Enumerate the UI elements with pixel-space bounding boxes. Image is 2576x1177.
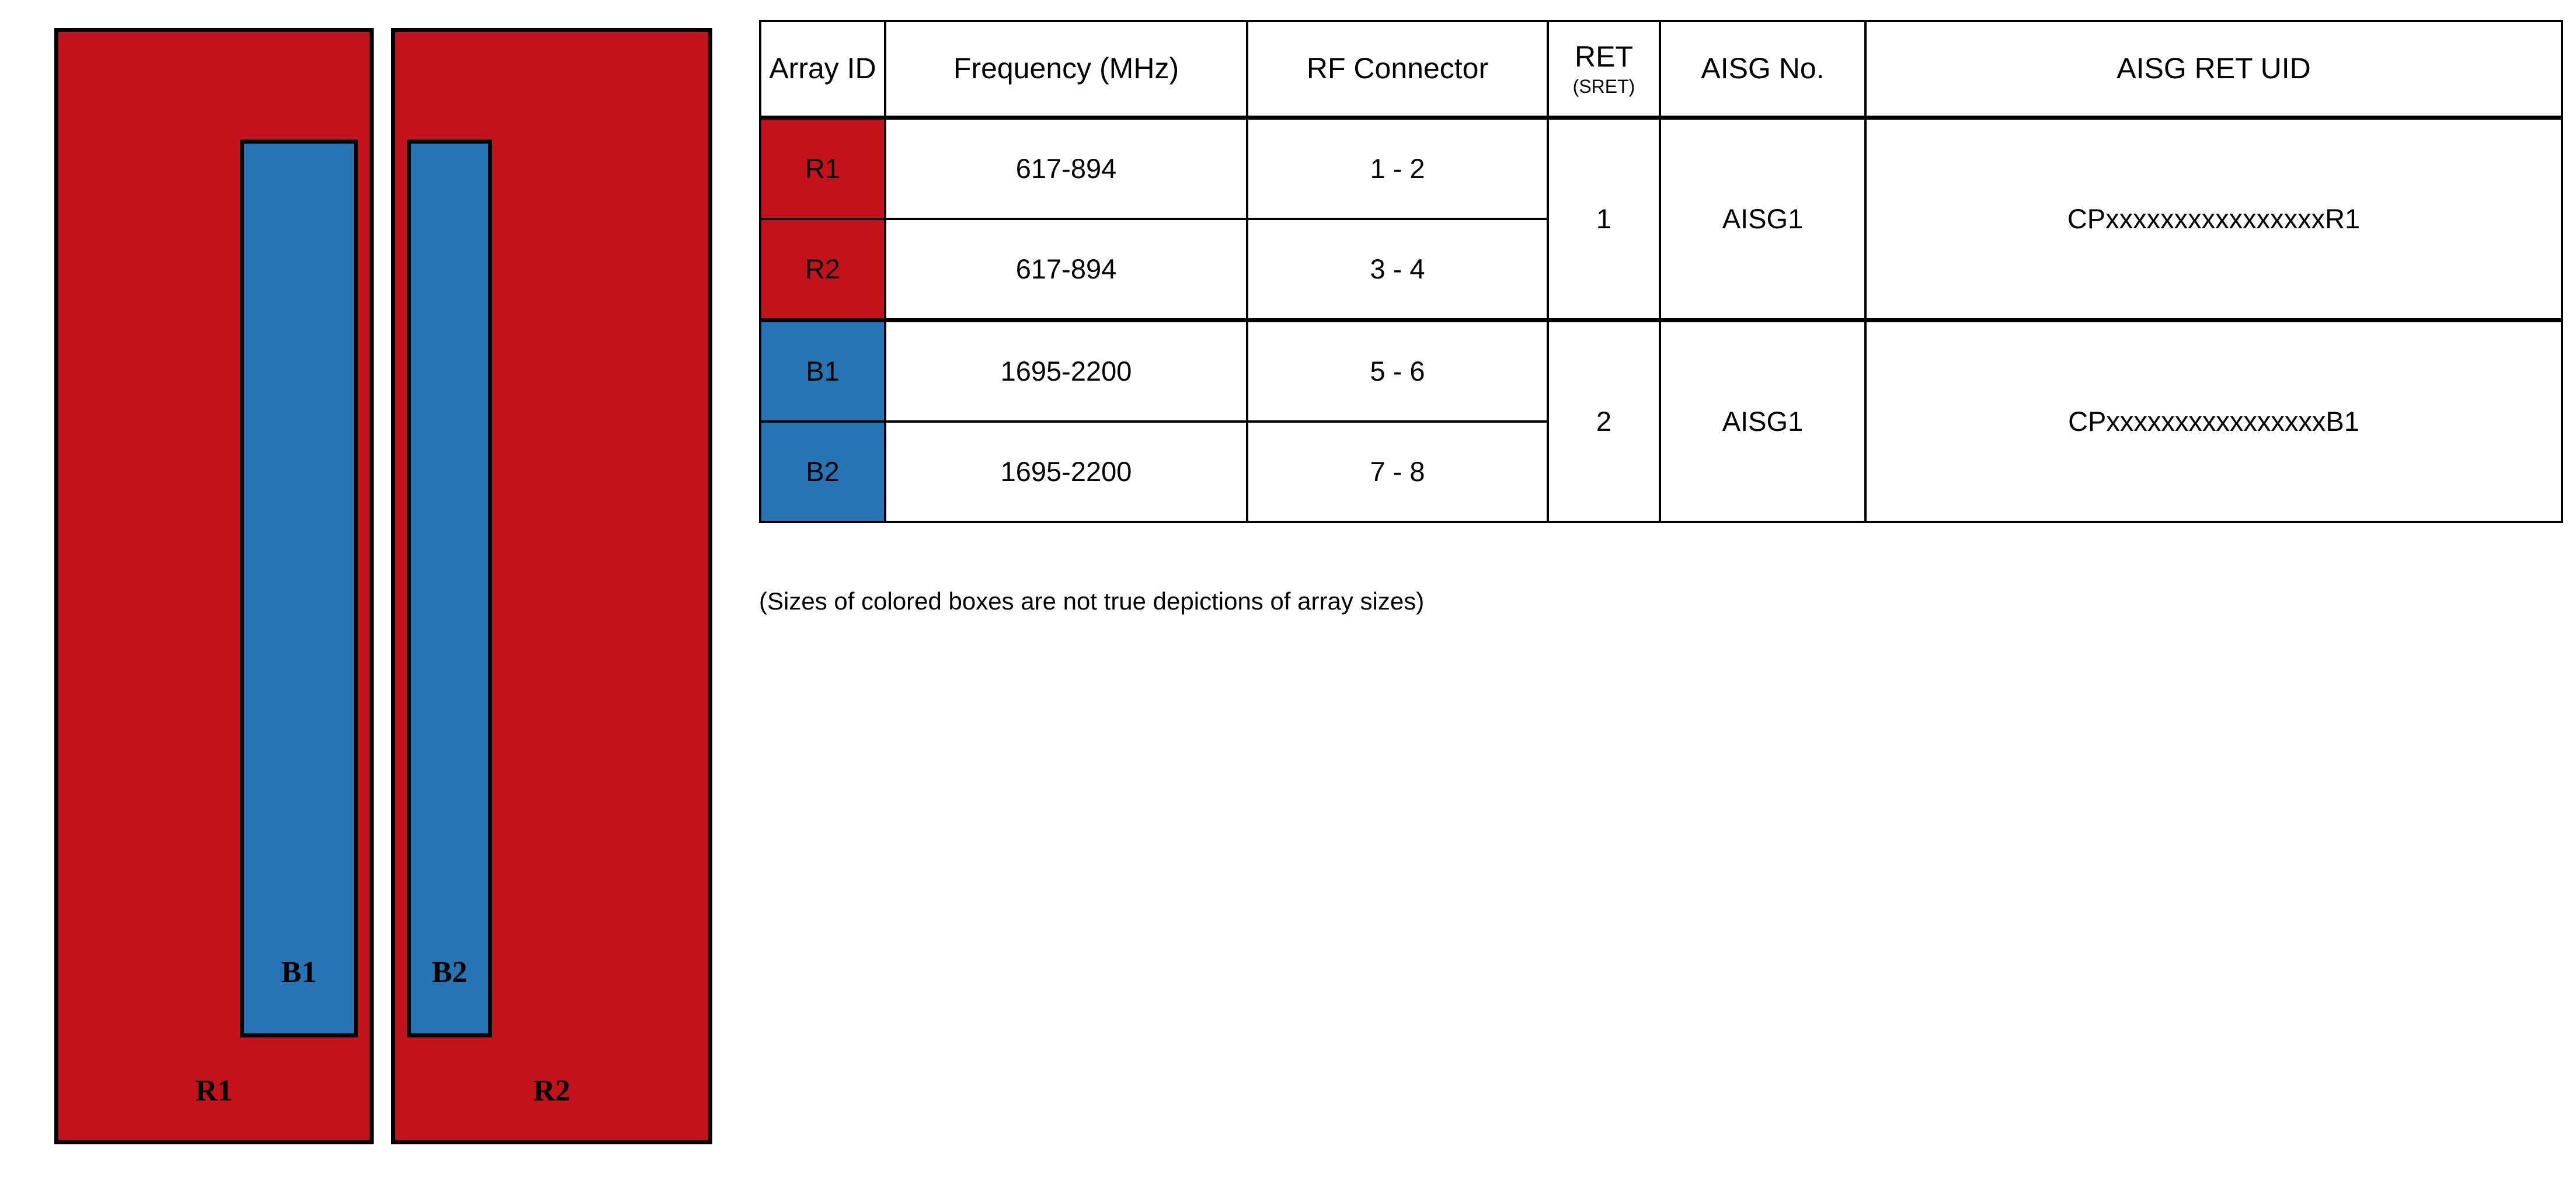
diagram-caption: (Sizes of colored boxes are not true dep…	[759, 587, 1425, 615]
sub-array-label-b1: B1	[281, 956, 317, 989]
sub-array-b2: B2	[407, 140, 492, 1037]
column-header-frequency: Frequency (MHz)	[884, 20, 1248, 120]
column-header-rf-connector: RF Connector	[1246, 20, 1549, 120]
sub-array-label-b2: B2	[431, 956, 468, 989]
cell-aisg-ret-uid: CPxxxxxxxxxxxxxxxxB1	[1864, 318, 2563, 523]
array-panel-r2: B2 R2	[391, 28, 712, 1144]
cell-frequency: 617-894	[884, 116, 1248, 220]
cell-rf-connector: 1 - 2	[1246, 116, 1549, 220]
cell-rf-connector: 3 - 4	[1246, 218, 1549, 322]
cell-aisg-no: AISG1	[1659, 318, 1867, 523]
cell-aisg-no: AISG1	[1659, 116, 1867, 322]
table-row: B1 1695-2200 5 - 6 2 AISG1 CPxxxxxxxxxxx…	[759, 318, 2563, 523]
cell-frequency: 1695-2200	[884, 420, 1248, 523]
column-header-ret: RET (SRET)	[1547, 20, 1661, 120]
sub-array-b1: B1	[240, 140, 358, 1037]
column-header-ret-sub: (SRET)	[1572, 76, 1635, 97]
cell-rf-connector: 7 - 8	[1246, 420, 1549, 523]
cell-array-id: R1	[759, 116, 886, 220]
array-panel-label-r2: R2	[533, 1074, 570, 1108]
cell-array-id: B1	[759, 318, 886, 423]
array-specification-table: Array ID Frequency (MHz) RF Connector RE…	[759, 20, 2563, 523]
column-header-aisg-no: AISG No.	[1659, 20, 1867, 120]
cell-array-id: R2	[759, 218, 886, 322]
cell-array-id: B2	[759, 420, 886, 523]
table-row: R1 617-894 1 - 2 1 AISG1 CPxxxxxxxxxxxxx…	[759, 116, 2563, 322]
cell-rf-connector: 5 - 6	[1246, 318, 1549, 423]
table-row: R2 617-894 3 - 4	[759, 218, 2562, 322]
column-header-array-id: Array ID	[759, 20, 886, 120]
antenna-array-diagram: B1 R1 B2 R2	[0, 0, 736, 1177]
array-panel-label-r1: R1	[195, 1074, 233, 1108]
cell-frequency: 617-894	[884, 218, 1248, 322]
column-header-aisg-ret-uid: AISG RET UID	[1864, 20, 2563, 120]
column-header-ret-main: RET	[1575, 40, 1633, 73]
table-row: B2 1695-2200 7 - 8	[759, 420, 2562, 523]
cell-aisg-ret-uid: CPxxxxxxxxxxxxxxxxR1	[1864, 116, 2563, 322]
array-specification-table-container: Array ID Frequency (MHz) RF Connector RE…	[759, 20, 2563, 523]
array-panel-r1: B1 R1	[54, 28, 374, 1144]
cell-ret: 2	[1547, 318, 1661, 523]
cell-frequency: 1695-2200	[884, 318, 1248, 423]
table-header-row: Array ID Frequency (MHz) RF Connector RE…	[759, 20, 2563, 120]
cell-ret: 1	[1547, 116, 1661, 322]
